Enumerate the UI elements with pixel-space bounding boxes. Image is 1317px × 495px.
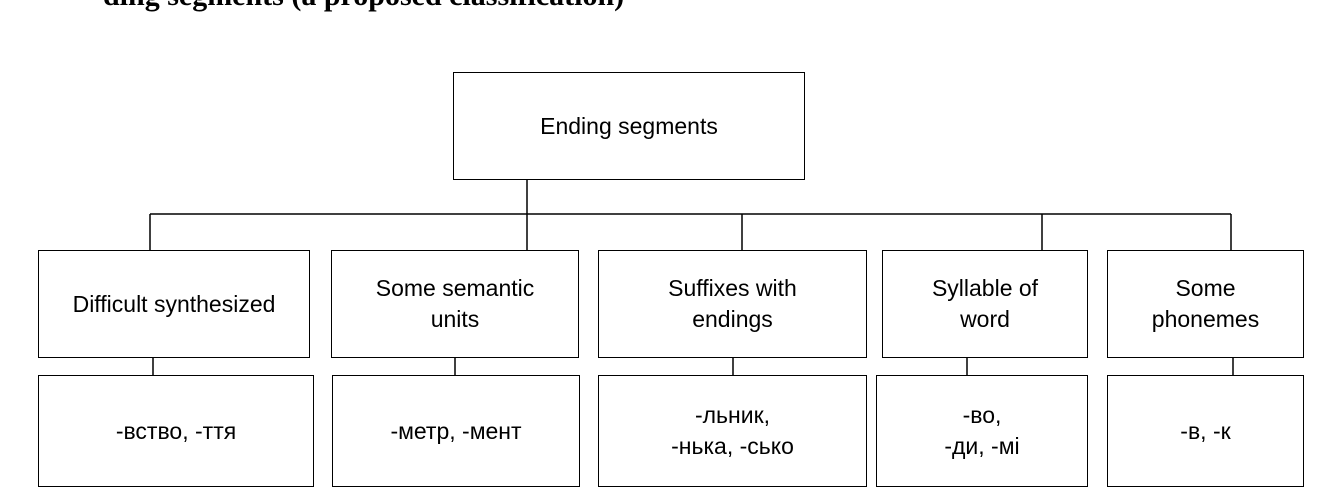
example-node-suffixes-with-endings: -льник, -нька, -сько [598, 375, 867, 487]
category-label: Syllable of word [931, 275, 1039, 332]
root-node-label: Ending segments [540, 112, 718, 139]
example-text: -метр, -мент [390, 417, 522, 444]
category-label: Some phonemes [1151, 275, 1260, 332]
example-text: -вство, -ття [115, 417, 237, 444]
heading-fragment-text: ding segments (a proposed classification… [103, 0, 624, 14]
category-node-some-phonemes: Some phonemes [1107, 250, 1304, 358]
example-node-difficult-synthesized: -вство, -ття [38, 375, 314, 487]
category-label: Some semantic units [375, 275, 535, 332]
category-label: Difficult synthesized [72, 290, 276, 317]
example-text: -льник, -нька, -сько [671, 402, 794, 459]
example-node-syllable-of-word: -во, -ди, -мі [876, 375, 1088, 487]
example-node-semantic-units: -метр, -мент [332, 375, 580, 487]
category-node-semantic-units: Some semantic units [331, 250, 579, 358]
root-node: Ending segments [453, 72, 805, 180]
example-text: -во, -ди, -мі [944, 402, 1020, 459]
category-node-difficult-synthesized: Difficult synthesized [38, 250, 310, 358]
example-node-some-phonemes: -в, -к [1107, 375, 1304, 487]
category-node-syllable-of-word: Syllable of word [882, 250, 1088, 358]
heading-fragment: ding segments (a proposed classification… [0, 0, 1317, 14]
category-node-suffixes-with-endings: Suffixes with endings [598, 250, 867, 358]
category-label: Suffixes with endings [668, 275, 797, 332]
example-text: -в, -к [1180, 417, 1231, 444]
